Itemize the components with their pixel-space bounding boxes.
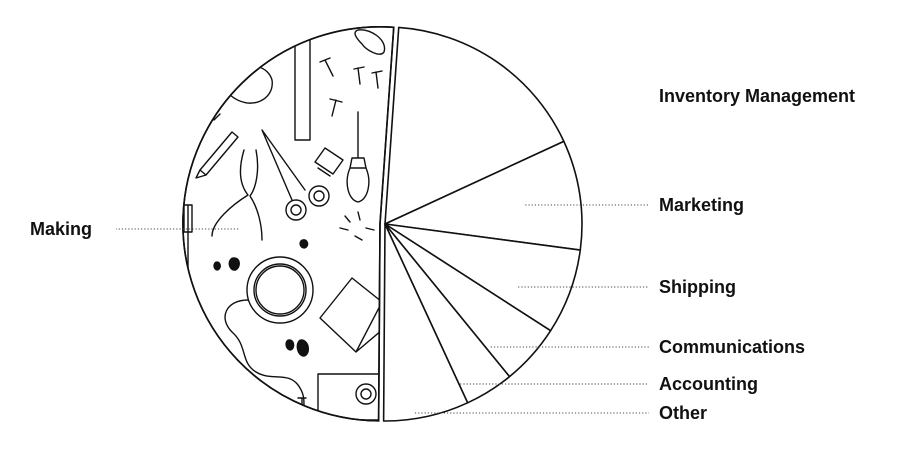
making-slice-group [182,26,395,422]
string-line [224,299,313,421]
pins-icon [319,57,383,117]
label-communications: Communications [659,337,805,357]
label-other: Other [659,403,707,423]
leader-lines [116,204,649,414]
pie-slices [382,26,583,422]
pencil-icon [195,131,239,179]
screwdriver-icon [346,111,370,203]
pie-slice-marketing [384,140,583,251]
tools-illustration [183,29,386,421]
pie-slice-making [182,26,395,422]
scissors-icon [285,199,307,221]
pie-slice-other [382,223,469,422]
label-shipping: Shipping [659,277,736,297]
sparkle-marks [339,211,375,241]
spool-icon [314,147,344,177]
pie-slice-making-outline [182,26,395,422]
pliers-icon [211,149,263,241]
brush-icon [183,204,193,271]
label-making: Making [30,219,92,239]
pie-slice-inventory-management [384,26,565,225]
drop-shape [354,29,386,55]
label-accounting: Accounting [659,374,758,394]
slice-labels: Inventory Management Marketing Shipping … [30,86,855,423]
label-marketing: Marketing [659,195,744,215]
label-inventory-management: Inventory Management [659,86,855,106]
tape-roll-icon [246,256,314,324]
